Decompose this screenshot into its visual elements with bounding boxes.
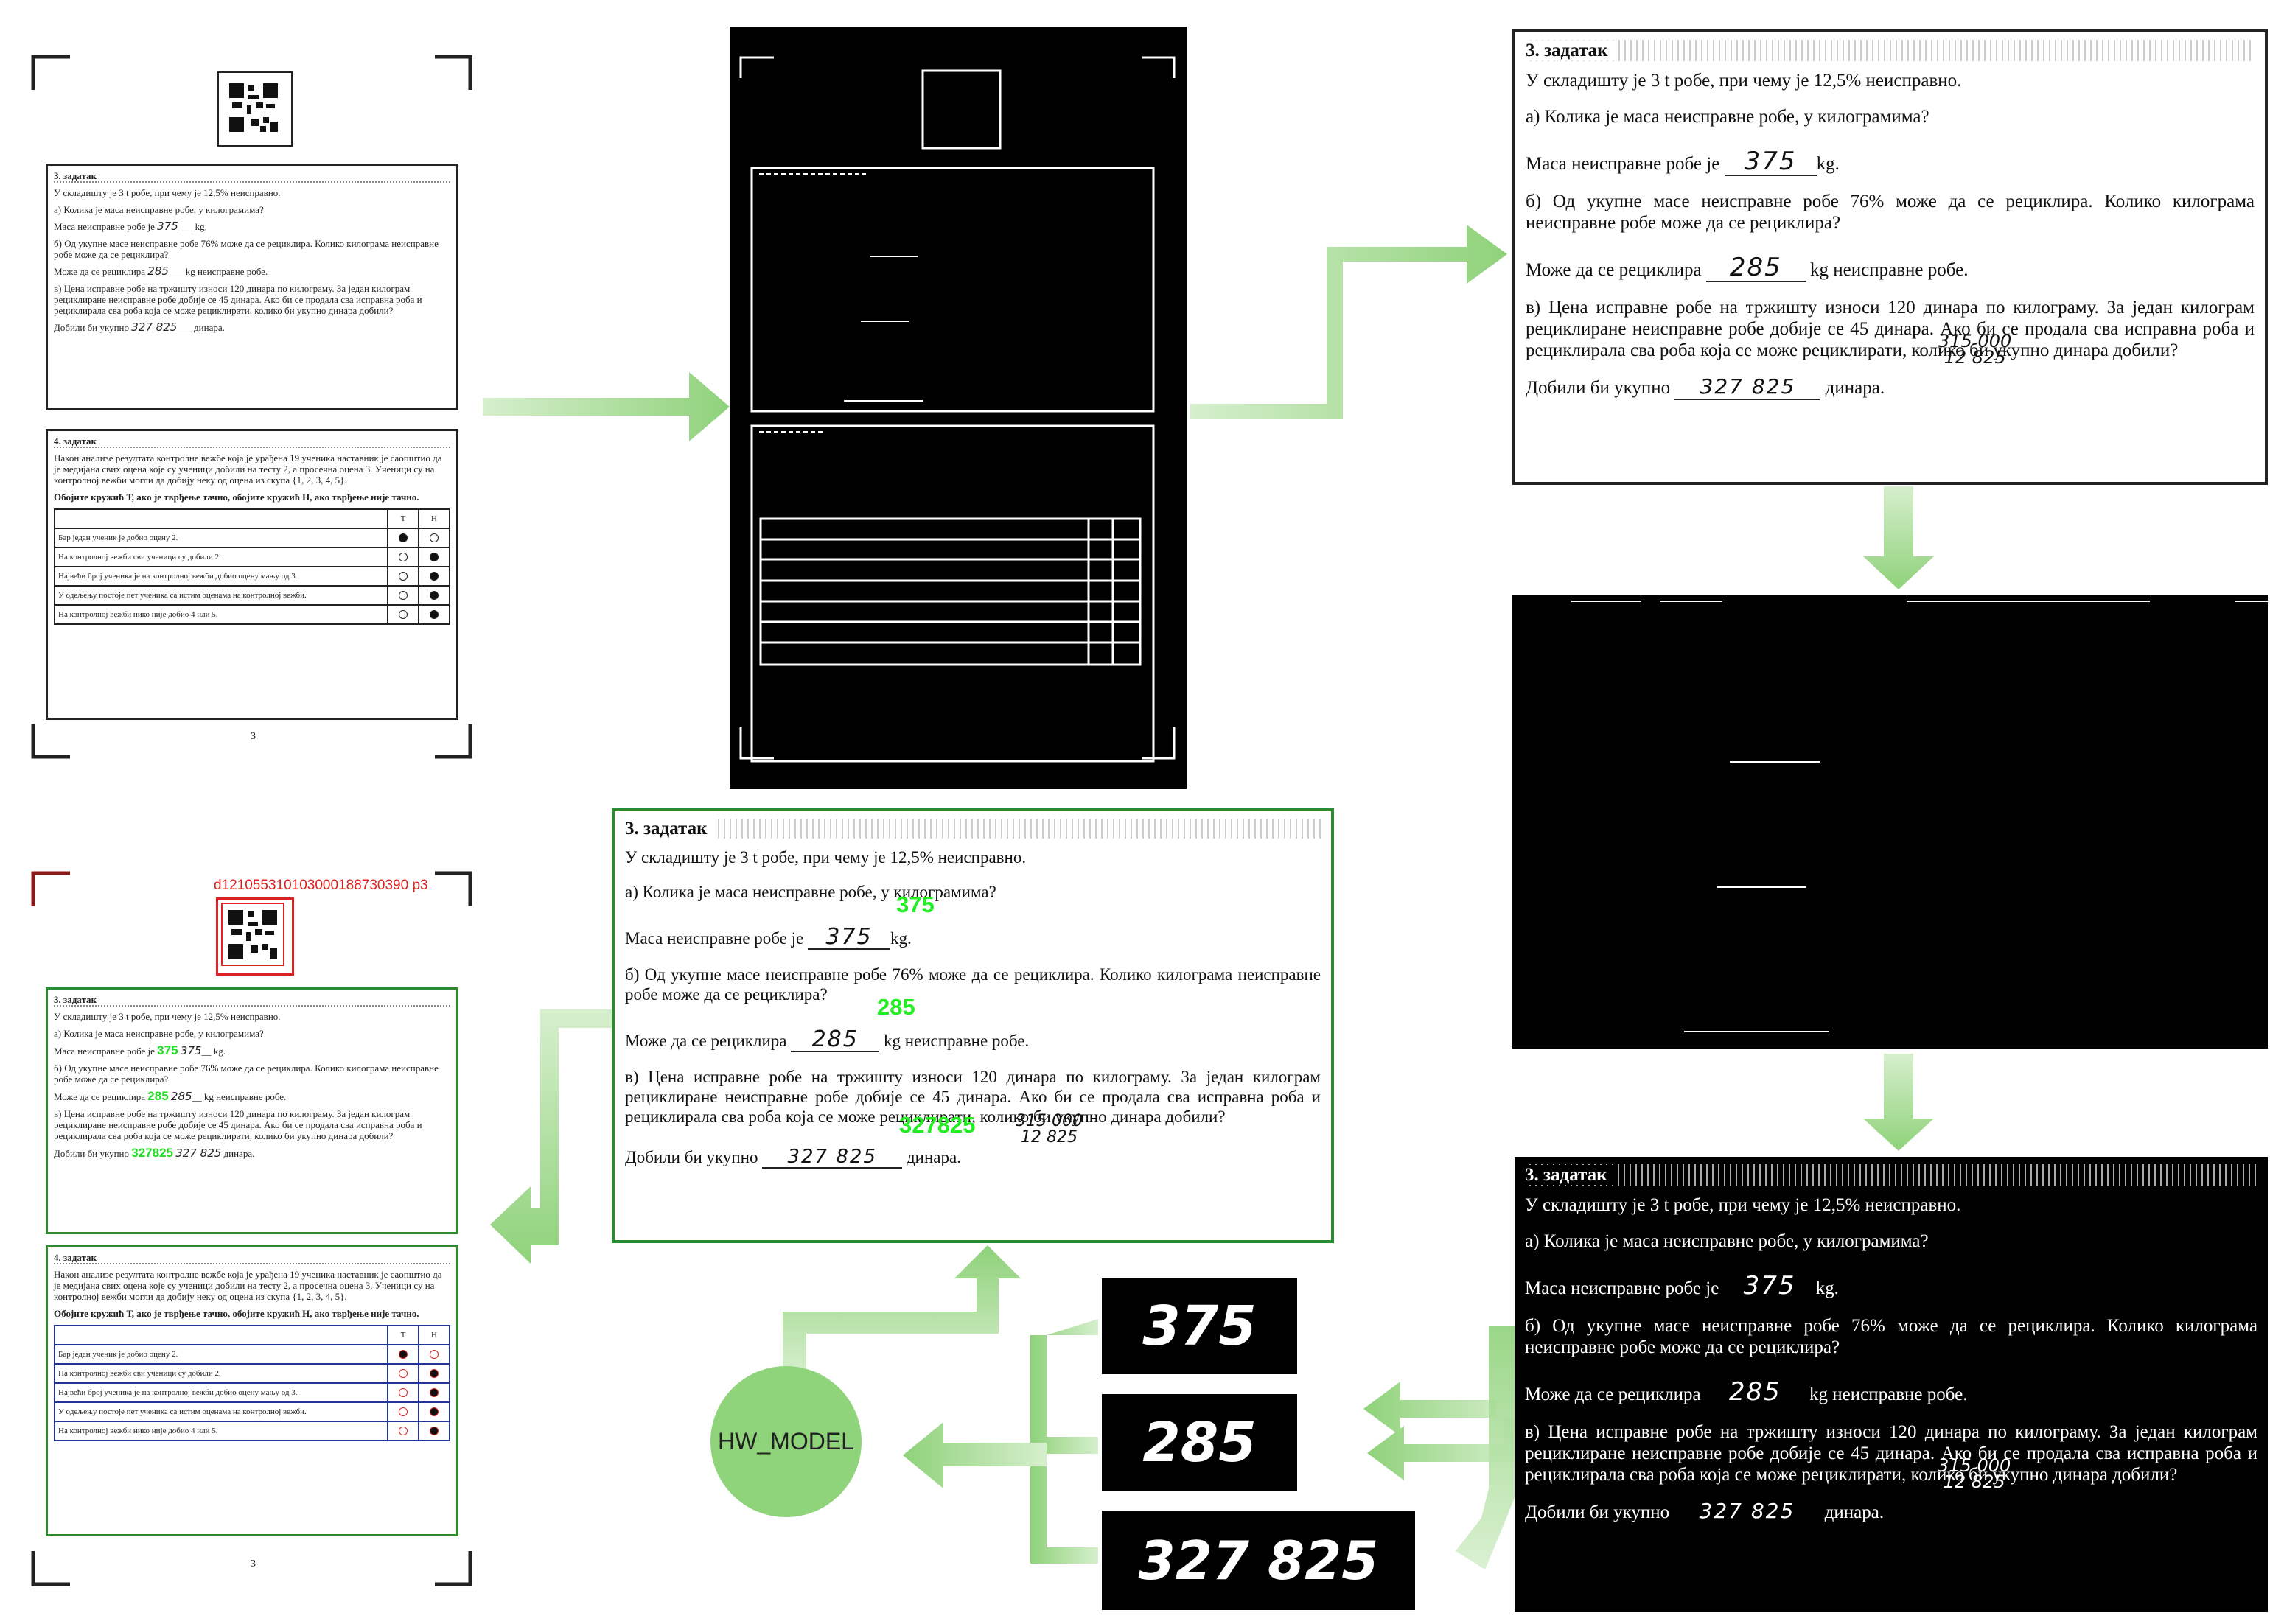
page-number: 3 xyxy=(251,731,256,742)
arrow-to-crop-285 xyxy=(1367,1418,1521,1480)
mask-lines xyxy=(1571,601,2268,1032)
task-question-b: б) Од укупне масе неисправне робе 76% мо… xyxy=(1526,192,2255,233)
handwritten-note: 315 000 12 825 xyxy=(1938,331,2012,368)
inverted-intro: У складишту је 3 t робе, при чему је 12,… xyxy=(1525,1195,1961,1215)
mini-task3-qb: б) Од укупне масе неисправне робе 76% мо… xyxy=(54,238,439,260)
mini-recognized-b: 285 xyxy=(147,1089,169,1103)
arrow-binary-to-inverted xyxy=(1863,1054,1934,1151)
qr-code-icon xyxy=(217,71,293,147)
form-mask xyxy=(730,27,1187,789)
handwritten-a: 375 xyxy=(1744,147,1797,176)
recognized-answer-b: 285 xyxy=(877,994,915,1020)
arrow-to-crop-375 xyxy=(1363,1382,1518,1436)
annotated-question-c: в) Цена исправне робе на тржишту износи … xyxy=(625,1068,1321,1126)
binary-mask xyxy=(1512,595,2268,1049)
original-page: 3. задатак У складишту је 3 t робе, при … xyxy=(29,53,475,760)
mini-task3-b-line: Може да се рециклира 285___ kg неисправн… xyxy=(54,265,268,278)
hw-model-node: HW_MODEL xyxy=(710,1366,862,1517)
qr-code-detected-icon xyxy=(216,897,294,976)
recognized-answer-a: 375 xyxy=(896,892,935,917)
handwritten-b: 285 xyxy=(1729,253,1782,282)
annotated-title: 3. задатак xyxy=(625,819,1321,839)
mini-task3-qc: в) Цена исправне робе на тржишту износи … xyxy=(54,283,422,316)
inverted-question-a: а) Колика је маса неисправне робе, у кил… xyxy=(1525,1231,1929,1251)
arrow-task-to-binary xyxy=(1863,486,1934,589)
inverted-task: 3. задатак У складишту је 3 t робе, при … xyxy=(1515,1157,2268,1612)
annotated-question-a: а) Колика је маса неисправне робе, у кил… xyxy=(625,883,996,901)
annotated-answer-b: Може да се рециклира 285 kg неисправне р… xyxy=(625,994,1030,1052)
arrow-crops-to-model xyxy=(1030,1319,1098,1564)
crop-375: 375 xyxy=(1102,1278,1297,1374)
arrow-crops-into-model xyxy=(903,1422,1047,1488)
mini-task4-instruction: Обојите кружић Т, ако је тврђење тачно, … xyxy=(54,491,419,503)
inverted-question-b: б) Од укупне масе неисправне робе 76% мо… xyxy=(1525,1316,2257,1357)
task-title: 3. задатак xyxy=(1526,40,2255,61)
page-id-label: d121055310103000188730390 p3 xyxy=(214,878,428,893)
mini-task4: 4. задатак Након анализе резултата контр… xyxy=(46,429,458,720)
arrow-result-to-page-body xyxy=(490,1009,612,1264)
arrow-mask-to-task xyxy=(1190,225,1507,419)
annotated-mini-task4: 4. задатак Након анализе резултата контр… xyxy=(46,1245,458,1536)
arrow-page-to-mask xyxy=(483,372,730,441)
corner-marks xyxy=(31,55,472,759)
task-answer-c: Добили би укупно 327 825 динара. 315 000… xyxy=(1526,331,2012,400)
inverted-answer-c: Добили би укупно 327 825 динара. 315 000… xyxy=(1525,1455,2011,1525)
annotated-page-number: 3 xyxy=(251,1558,256,1569)
annotated-task: 3. задатак У складишту је 3 t робе, при … xyxy=(612,808,1334,1243)
mask-outlines xyxy=(739,56,1176,763)
inverted-title: 3. задатак xyxy=(1525,1164,2257,1186)
mini-recognized-c: 327825 xyxy=(131,1146,173,1160)
crop-285: 285 xyxy=(1102,1394,1297,1491)
inverted-answer-b: Може да се рециклира 285 kg неисправне р… xyxy=(1525,1377,1968,1407)
mini-task3-qa: а) Колика је маса неисправне робе, у кил… xyxy=(54,204,264,215)
annotated-question-b: б) Од укупне масе неисправне робе 76% мо… xyxy=(625,965,1321,1004)
arrow-model-to-result xyxy=(783,1245,1021,1374)
mini-recognized-a: 375 xyxy=(157,1043,178,1057)
mini-task3: 3. задатак У складишту је 3 t робе, при … xyxy=(46,164,458,410)
recognized-answer-c: 327825 xyxy=(899,1112,976,1138)
task-question-c: в) Цена исправне робе на тржишту износи … xyxy=(1526,298,2255,360)
task-question-a: а) Колика је маса неисправне робе, у кил… xyxy=(1526,107,1929,127)
mini-task3-a-line: Маса неисправне робе је 375___ kg. xyxy=(54,220,207,233)
mini-task3-title: 3. задатак xyxy=(54,170,450,183)
annotated-answer-c: Добили би укупно 327 825 динара. 327825 … xyxy=(625,1112,1083,1169)
task-intro: У складишту је 3 t робе, при чему је 12,… xyxy=(1526,71,1962,91)
inverted-question-c: в) Цена исправне робе на тржишту износи … xyxy=(1525,1422,2257,1485)
annotated-intro: У складишту је 3 t робе, при чему је 12,… xyxy=(625,848,1027,867)
cropped-task: 3. задатак У складишту је 3 t робе, при … xyxy=(1512,29,2268,485)
mini-task3-intro: У складишту је 3 t робе, при чему је 12,… xyxy=(54,187,281,198)
annotated-page: d121055310103000188730390 p3 3. задатак … xyxy=(29,869,475,1588)
mini-task4-title: 4. задатак xyxy=(54,435,450,448)
annotated-mini-task3: 3. задатак У складишту је 3 t робе, при … xyxy=(46,987,458,1234)
task-answer-b: Може да се рециклира 285 kg неисправне р… xyxy=(1526,253,1969,282)
annotated-corner-marks xyxy=(31,871,472,1586)
mini-task3-c-line: Добили би укупно 327 825___ динара. xyxy=(54,321,225,334)
arrow-to-crop-327825 xyxy=(1456,1326,1518,1569)
crop-327825: 327 825 xyxy=(1102,1511,1415,1610)
mini-task4-intro: Након анализе резултата контролне вежбе … xyxy=(54,452,442,486)
handwritten-c: 327 825 xyxy=(1700,374,1796,399)
